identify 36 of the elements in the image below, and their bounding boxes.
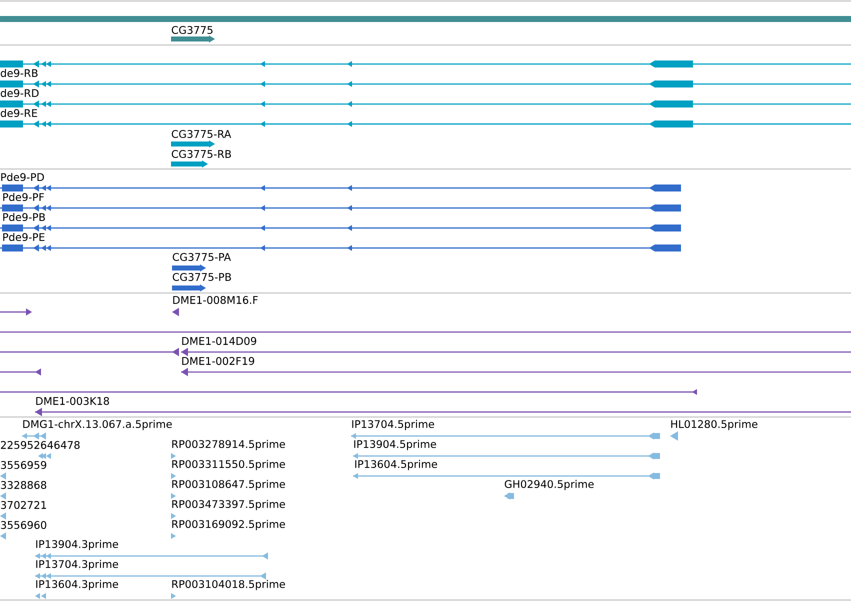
feature-label: DME1-003K18 (36, 397, 110, 405)
feature-label: GH02940.5prime (504, 480, 594, 490)
feature-label: 3702721 (1, 501, 46, 509)
feature-label: IP13704.3prime (36, 560, 118, 570)
feature-label: IP13604.3prime (36, 580, 118, 590)
feature-label: DME1-008M16.F (173, 296, 258, 304)
feature-label: DME1-014D09 (182, 337, 256, 345)
feature-label: CG3775-RA (172, 130, 232, 138)
feature-label: Pde9-PE (3, 232, 44, 242)
feature-label: RP003108647.5prime (172, 480, 285, 490)
feature-label: CG3775-PB (172, 273, 231, 281)
feature-label: RP003104018.5prime (172, 580, 285, 590)
feature-label: IP13704.5prime (352, 420, 434, 430)
feature-label: CG3775-PA (172, 253, 231, 261)
feature-label: CG3775 (172, 26, 212, 34)
feature-label: RP003311550.5prime (172, 460, 285, 470)
feature-label: IP13904.5prime (354, 440, 436, 450)
feature-label: RP003169092.5prime (172, 520, 285, 530)
feature-label: 3556960 (1, 521, 46, 529)
feature-label: Pde9-PD (1, 172, 44, 182)
feature-label: IP13604.5prime (355, 460, 438, 470)
feature-label: HL01280.5prime (671, 420, 758, 430)
feature-label: RP003473397.5prime (172, 500, 285, 510)
feature-label: 3328868 (1, 481, 46, 489)
feature-label: Pde9-PB (3, 212, 45, 222)
feature-label: de9-RD (0, 88, 39, 98)
feature-label: DMG1-chrX.13.067.a.5prime (23, 420, 172, 430)
feature-label: Pde9-PF (3, 192, 44, 202)
feature-label: de9-RB (0, 68, 38, 78)
feature-label: DME1-002F19 (182, 357, 254, 365)
feature-label: CG3775-RB (172, 150, 231, 158)
feature-label: RP003278914.5prime (172, 440, 285, 450)
feature-label: de9-RE (0, 108, 38, 118)
feature-label: 225952646478 (0, 441, 80, 449)
feature-label: IP13904.3prime (36, 540, 118, 550)
feature-label: 3556959 (1, 461, 46, 469)
